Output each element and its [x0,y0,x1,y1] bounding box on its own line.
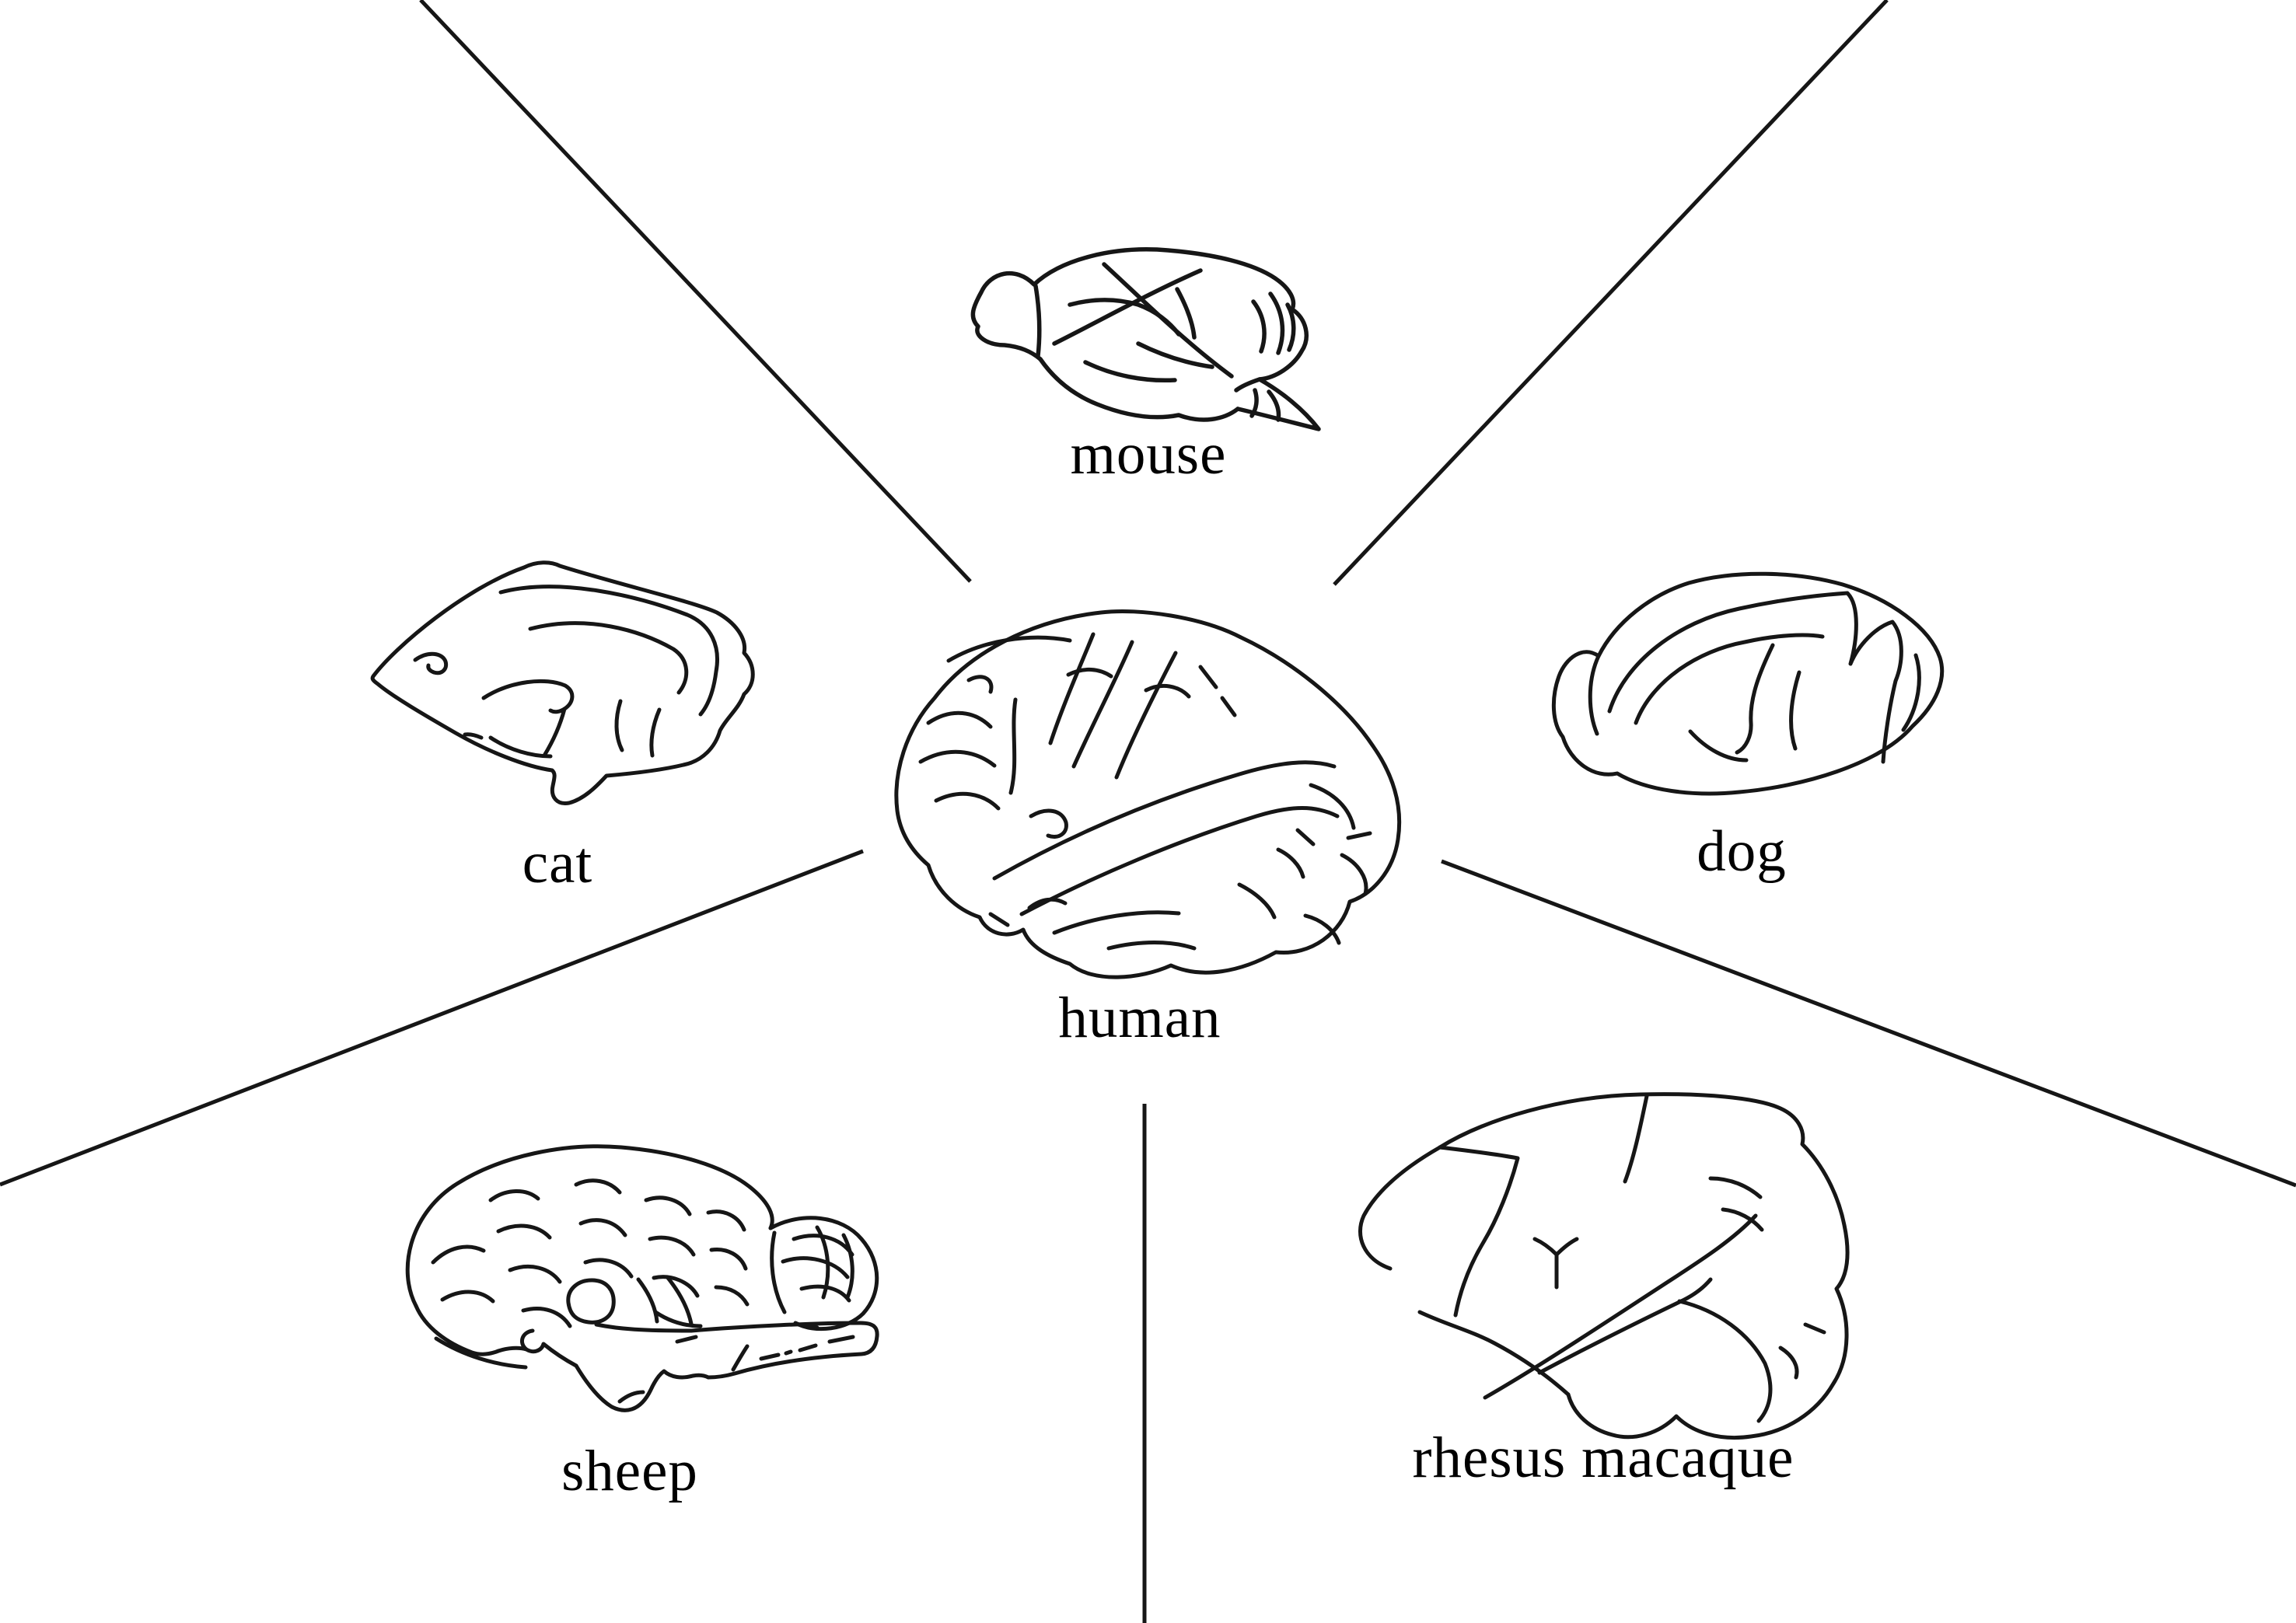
rhesus-macaque-brain-drawing [1358,1092,1850,1440]
divider-line-mid-left [0,849,864,1187]
divider-line-top-right [1333,0,1889,586]
label-rhesus-macaque: rhesus macaque [1412,1426,1795,1490]
label-sheep: sheep [561,1439,698,1503]
label-dog: dog [1697,819,1787,884]
human-brain-drawing [894,609,1402,979]
label-cat: cat [522,831,593,895]
mouse-brain-drawing [970,247,1321,431]
cat-brain-drawing [370,560,755,805]
dog-brain-drawing [1551,571,1945,796]
divider-line-mid-right [1441,859,2296,1188]
divider-line-top-left [419,0,972,583]
sheep-brain-drawing [405,1144,879,1412]
label-mouse: mouse [1070,422,1227,487]
label-human: human [1058,986,1221,1050]
